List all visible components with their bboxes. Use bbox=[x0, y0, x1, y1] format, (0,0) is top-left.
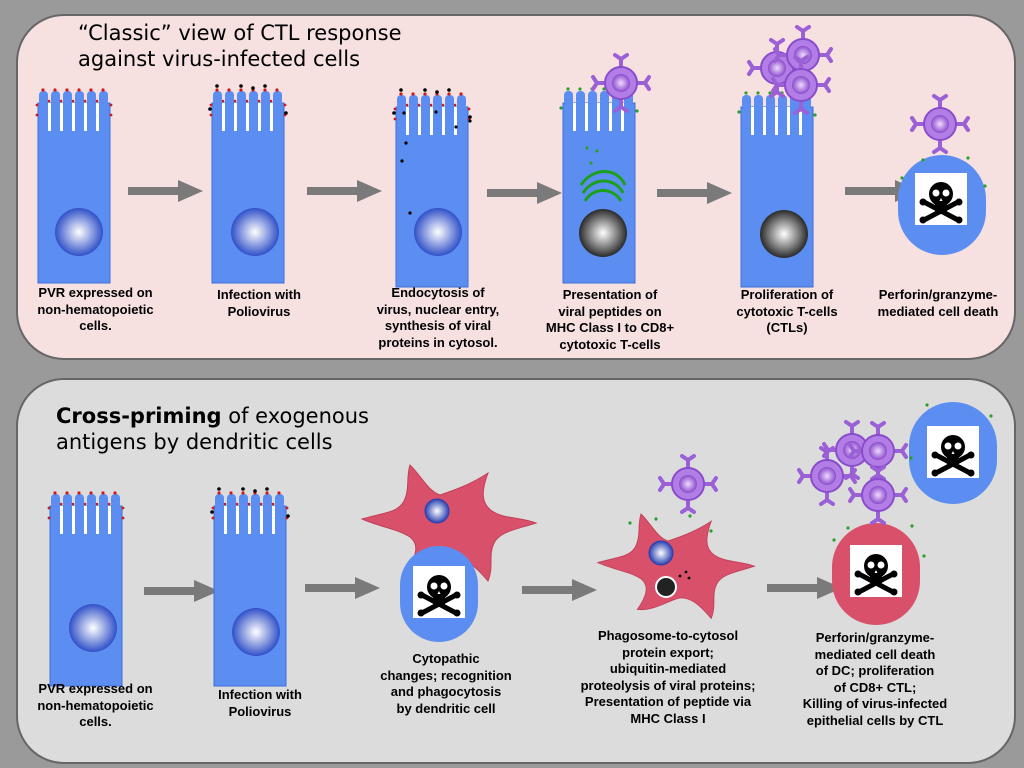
bottom-caption-1: PVR expressed on non-hematopoietic cells… bbox=[28, 681, 163, 731]
skull-crossbones-icon bbox=[927, 426, 979, 478]
top-cell-1 bbox=[35, 88, 113, 284]
bottom-dc-presenting bbox=[597, 513, 755, 619]
caption-line: synthesis of viral bbox=[384, 318, 492, 333]
caption-line: proteolysis of viral proteins; bbox=[580, 677, 756, 693]
nucleus-icon bbox=[760, 210, 808, 258]
caption-line: mediated cell death bbox=[814, 646, 936, 662]
caption-line: MHC Class I to CD8+ bbox=[545, 320, 675, 335]
right-arrow-icon bbox=[522, 579, 597, 601]
caption-line: and phagocytosis bbox=[390, 684, 502, 699]
caption-line: Perforin/granzyme- bbox=[815, 630, 935, 645]
caption-line: non-hematopoietic bbox=[37, 697, 154, 713]
caption-line: PVR expressed on bbox=[38, 285, 153, 300]
caption-line: Poliovirus bbox=[228, 703, 292, 719]
right-arrow-icon bbox=[305, 577, 380, 599]
bottom-caption-4: Phagosome-to-cytosol protein export; ubi… bbox=[568, 628, 768, 727]
bottom-panel-title: Cross-priming of exogenous antigens by d… bbox=[56, 403, 369, 455]
bottom-title-rest: of exogenous bbox=[221, 404, 369, 428]
t-cell-icon bbox=[848, 465, 908, 525]
bottom-dying-epithelial bbox=[909, 402, 997, 504]
caption-line: Infection with bbox=[218, 687, 302, 702]
bottom-caption-5: Perforin/granzyme- mediated cell death o… bbox=[785, 630, 965, 729]
right-arrow-icon bbox=[657, 182, 732, 204]
nucleus-icon bbox=[414, 208, 462, 256]
caption-line: ubiquitin-mediated bbox=[609, 661, 727, 676]
top-cell-3 bbox=[392, 88, 472, 288]
bottom-title-line2: antigens by dendritic cells bbox=[56, 430, 333, 454]
t-cell-icon bbox=[658, 454, 718, 514]
top-title-line2: against virus-infected cells bbox=[78, 47, 361, 71]
bottom-caption-2: Infection with Poliovirus bbox=[196, 687, 324, 720]
top-dying-cell bbox=[898, 155, 987, 255]
bottom-dc-phagocytosis bbox=[361, 464, 537, 642]
caption-line: Killing of virus-infected bbox=[802, 696, 948, 711]
top-caption-5: Proliferation of cytotoxic T-cells (CTLs… bbox=[722, 287, 852, 337]
caption-line: Cytopathic bbox=[412, 651, 480, 666]
top-caption-1: PVR expressed on non-hematopoietic cells… bbox=[28, 285, 163, 335]
caption-line: viral peptides on bbox=[558, 303, 662, 319]
right-arrow-icon bbox=[767, 577, 842, 599]
bottom-title-bold: Cross-priming bbox=[56, 404, 222, 428]
caption-line: (CTLs) bbox=[766, 320, 808, 335]
nucleus-icon bbox=[231, 208, 279, 256]
caption-line: of DC; proliferation bbox=[815, 663, 935, 678]
right-arrow-icon bbox=[487, 182, 562, 204]
bottom-cell-1 bbox=[47, 491, 125, 687]
top-title-line1: “Classic” view of CTL response bbox=[78, 21, 402, 45]
caption-line: changes; recognition bbox=[380, 667, 512, 683]
caption-line: epithelial cells by CTL bbox=[806, 712, 944, 728]
caption-line: non-hematopoietic bbox=[37, 301, 154, 317]
nucleus-icon bbox=[55, 208, 103, 256]
caption-line: Presentation of peptide via bbox=[584, 694, 752, 709]
caption-line: MHC Class I bbox=[630, 710, 706, 726]
top-caption-3: Endocytosis of virus, nuclear entry, syn… bbox=[362, 285, 514, 351]
caption-line: proteins in cytosol. bbox=[378, 334, 498, 350]
top-caption-4: Presentation of viral peptides on MHC Cl… bbox=[535, 287, 685, 353]
caption-line: cells. bbox=[79, 318, 112, 333]
right-arrow-icon bbox=[307, 180, 382, 202]
caption-line: of CD8+ CTL; bbox=[833, 679, 917, 695]
caption-line: Proliferation of bbox=[740, 287, 834, 302]
nucleus-icon bbox=[232, 608, 280, 656]
caption-line: Poliovirus bbox=[227, 303, 291, 319]
caption-line: Phagosome-to-cytosol bbox=[597, 628, 739, 643]
caption-line: by dendritic cell bbox=[396, 700, 496, 716]
top-cell-2 bbox=[208, 84, 288, 284]
caption-line: mediated cell death bbox=[877, 303, 999, 319]
top-caption-6: Perforin/granzyme- mediated cell death bbox=[868, 287, 1008, 320]
caption-line: Perforin/granzyme- bbox=[878, 287, 998, 302]
skull-crossbones-icon bbox=[850, 545, 902, 597]
caption-line: virus, nuclear entry, bbox=[376, 301, 500, 317]
caption-line: cytotoxic T-cells bbox=[736, 303, 838, 319]
caption-line: cytotoxic T-cells bbox=[559, 336, 661, 352]
caption-line: Endocytosis of bbox=[391, 285, 485, 300]
bottom-caption-3: Cytopathic changes; recognition and phag… bbox=[366, 651, 526, 717]
caption-line: protein export; bbox=[622, 644, 714, 660]
right-arrow-icon bbox=[144, 580, 219, 602]
nucleus-icon bbox=[579, 209, 627, 257]
skull-crossbones-icon bbox=[915, 173, 967, 225]
caption-line: Infection with bbox=[217, 287, 301, 302]
top-caption-2: Infection with Poliovirus bbox=[195, 287, 323, 320]
nucleus-icon bbox=[69, 604, 117, 652]
top-panel-title: “Classic” view of CTL response against v… bbox=[78, 20, 402, 72]
bottom-cell-2 bbox=[210, 487, 290, 687]
caption-line: Presentation of bbox=[562, 287, 658, 302]
top-cell-5 bbox=[737, 91, 817, 288]
caption-line: PVR expressed on bbox=[38, 681, 153, 696]
top-cell-4 bbox=[559, 87, 639, 284]
caption-line: cells. bbox=[79, 714, 112, 729]
right-arrow-icon bbox=[128, 180, 203, 202]
bottom-dying-dc bbox=[832, 523, 926, 625]
skull-crossbones-icon bbox=[413, 566, 465, 618]
t-cell-icon bbox=[910, 94, 970, 154]
